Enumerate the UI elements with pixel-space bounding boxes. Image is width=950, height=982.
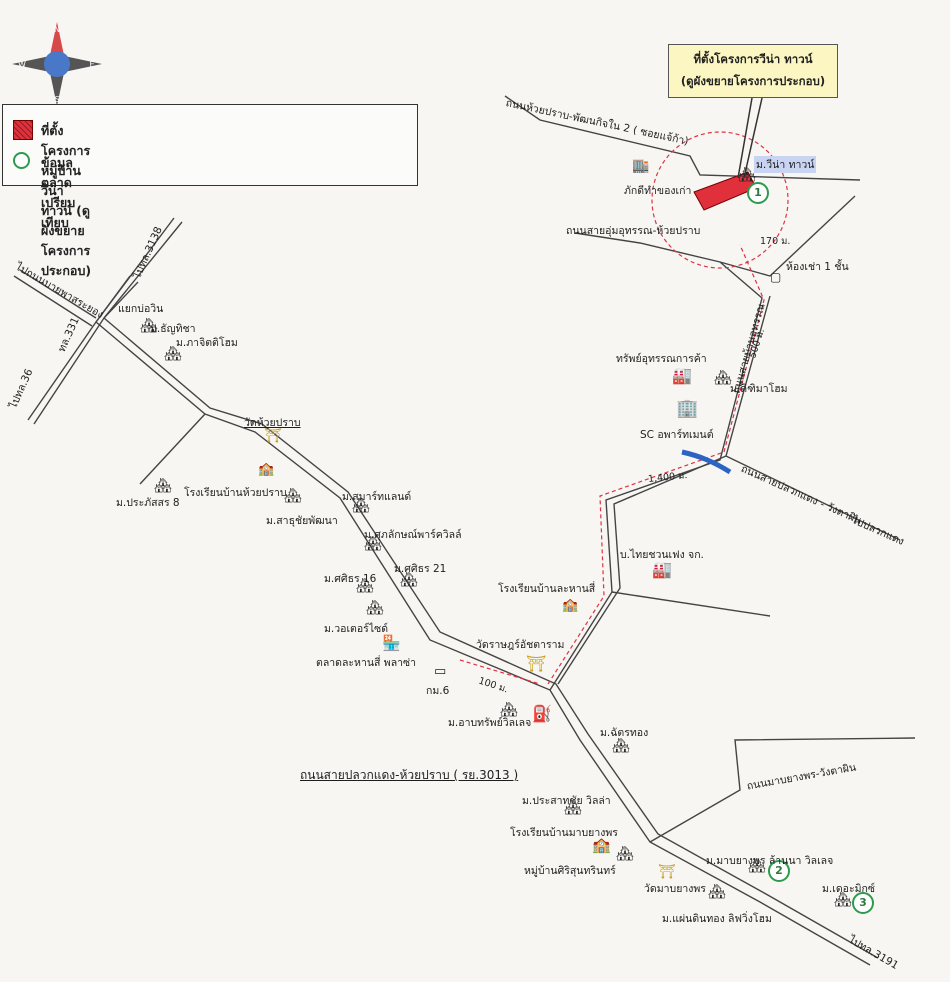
place-thai-steel: บ.ไทยชวนเฟง จก.: [620, 549, 704, 561]
fuel-station-icon: ⛽: [532, 704, 552, 723]
distance-170: 170 ม.: [760, 236, 791, 247]
place-room-1: ห้องเช่า 1 ชั้น: [786, 261, 849, 273]
house-icon: 🏘: [154, 478, 172, 494]
place-sap-utharnkan: ทรัพย์อุทรรณการค้า: [616, 353, 707, 365]
comparison-marker-1: 1: [747, 182, 769, 204]
school-icon: 🏫: [562, 598, 579, 613]
house-icon: 🏘: [356, 578, 374, 594]
place-thanyathip: ม.ธัญทิชา: [150, 323, 196, 335]
place-sakdithong: ภักดีทำของเก่า: [624, 185, 692, 197]
house-icon: 🏘: [364, 536, 382, 552]
place-siri-sunthon: หมู่บ้านศิริสุนทรินทร์: [524, 865, 616, 877]
warehouse-icon: 🏭: [672, 366, 692, 385]
compass-w: W: [18, 60, 26, 69]
place-km6: กม.6: [426, 685, 450, 697]
house-icon: 🏘: [564, 800, 582, 816]
temple-icon: ⛩: [264, 428, 282, 444]
house-icon: 🏘: [366, 600, 384, 616]
compass-s: S: [54, 95, 59, 104]
place-school-huaiprap: โรงเรียนบ้านห้วยปราบ: [184, 487, 287, 499]
house-icon: 🏘: [500, 702, 518, 718]
school-icon: 🏫: [592, 836, 611, 854]
house-icon: 🏘: [834, 892, 852, 908]
place-school-mapyang: โรงเรียนบ้านมาบยางพร: [510, 827, 618, 839]
legend-project-label: ที่ตั้งโครงการหมู่บ้าน วีน่า ทาวน์ (ดูผั…: [41, 123, 92, 278]
house-icon: 🏘: [738, 167, 756, 183]
house-icon: 🏘: [616, 846, 634, 862]
house-icon: 🏘: [612, 738, 630, 754]
place-smartland: ม.สมาร์ทแลนด์: [342, 491, 412, 503]
place-prasatchai: ม.ประสาทชัย วิลล่า: [522, 795, 611, 807]
house-icon: 🏘: [352, 498, 370, 514]
place-sirin21: ม.ศศิธร 21: [394, 563, 447, 575]
place-mapyang-lanna: ม.มาบยางพร ล้านนา วิลเลจ: [706, 855, 834, 867]
house-icon: 🏘: [284, 488, 302, 504]
factory-icon: 🏭: [652, 560, 672, 579]
temple-icon: ⛩: [658, 864, 676, 880]
place-wat-mapyang: วัดมาบยางพร: [644, 883, 706, 895]
compass-n: N: [54, 25, 60, 34]
temple-icon: ⛩: [526, 654, 547, 673]
house-icon: 🏘: [714, 370, 732, 386]
place-prakadsak: ม.ประภัสสร 8: [116, 497, 180, 509]
road-main-3013: ถนนสายปลวกแดง-ห้วยปราบ ( รย.3013 ): [300, 768, 519, 782]
house-icon: 🏘: [748, 858, 766, 874]
place-wat-huaiprap: วัดห้วยปราบ: [244, 417, 301, 429]
place-srithip: ม.ภาจิตติโฮม: [176, 337, 238, 349]
place-apartment-ville: ม.อาบทรัพย์วิลเลจ: [448, 717, 532, 729]
place-dermix: ม.เดอะมิกซ์: [822, 883, 876, 895]
place-sirin16: ม.ศศิธร 16: [324, 573, 377, 585]
place-wat-phut: วัดราษฎร์อัชตาราม: [476, 639, 565, 651]
house-icon: 🏘: [708, 884, 726, 900]
place-phendin-thong: ม.แผ่นดินทอง ลิฟวิ่งโฮม: [662, 913, 772, 925]
callout-line1: ที่ตั้งโครงการวีน่า ทาวน์: [693, 52, 813, 66]
callout-line2: (ดูผังขยายโครงการประกอบ): [680, 74, 826, 88]
compass-rose-icon: N S W E: [12, 22, 102, 106]
comparison-marker-2: 2: [768, 860, 790, 882]
place-market: ตลาดละหานสี่ พลาซ่า: [316, 657, 417, 669]
compass-e: E: [89, 60, 94, 69]
market-icon: 🏪: [382, 634, 401, 652]
place-sarichaiphan: ม.สาธุชัยพัฒนา: [266, 515, 338, 527]
place-yaek-bowin: แยกบ่อวิน: [118, 303, 164, 315]
house-icon: 🏘: [400, 572, 418, 588]
shop-icon: 🏬: [632, 158, 650, 174]
place-dream-home: ม.ดิฑิมาโฮม: [730, 383, 788, 395]
school-icon: 🏫: [258, 462, 275, 477]
apartment-icon: 🏢: [676, 398, 699, 419]
place-vena-town: ม.วีน่า ทาวน์: [754, 156, 817, 173]
market-circle-icon: [13, 152, 30, 169]
km-post-icon: ▭: [434, 664, 447, 679]
building-icon: ▢: [770, 270, 782, 284]
place-chatthong: ม.ฉัตรทอง: [600, 727, 649, 739]
comparison-marker-3: 3: [852, 892, 874, 914]
house-icon: 🏘: [164, 346, 182, 362]
map-legend: ที่ตั้งโครงการหมู่บ้าน วีน่า ทาวน์ (ดูผั…: [2, 104, 418, 278]
road-sainaree: ถนนสายอุ่มอุทรรณ-ห้วยปราบ: [566, 225, 701, 237]
canal: [681, 449, 732, 475]
house-icon: 🏘: [140, 318, 158, 334]
project-swatch-icon: [13, 120, 33, 140]
place-supalai: ม.ศุภลักษณ์พาร์ควิลล์: [364, 529, 462, 541]
project-callout: ที่ตั้งโครงการวีน่า ทาวน์ (ดูผังขยายโครง…: [668, 44, 838, 98]
place-waterside: ม.วอเตอร์ไซด์: [324, 623, 389, 635]
place-school-chataphan: โรงเรียนบ้านละหานสี่: [498, 583, 596, 595]
place-sc-apartment: SC อพาร์ทเมนต์: [640, 429, 714, 441]
legend-market-label: ข้อมูลตลาดเปรียบเทียบ: [41, 155, 76, 230]
